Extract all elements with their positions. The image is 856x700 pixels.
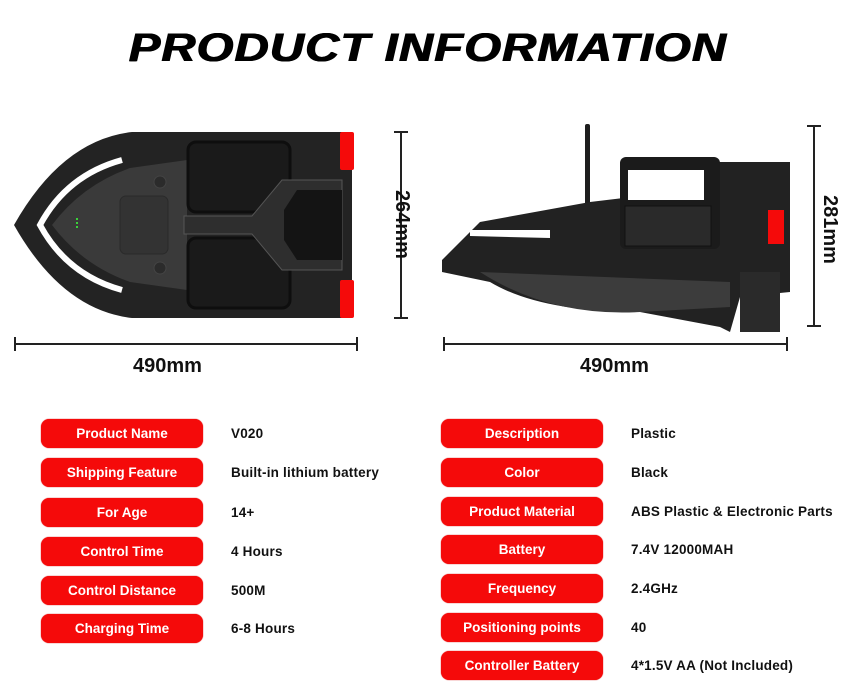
width-dimension-line — [443, 337, 788, 351]
spec-label: Color — [441, 458, 603, 487]
spec-label: Frequency — [441, 574, 603, 603]
spec-label: Control Distance — [41, 576, 203, 605]
spec-label: Positioning points — [441, 613, 603, 642]
boat-side-view-image — [440, 122, 790, 342]
spec-value: 4*1.5V AA (Not Included) — [631, 658, 794, 673]
width-dimension-line — [14, 337, 358, 351]
spec-row: Frequency 2.4GHz — [441, 574, 678, 603]
spec-row: Control Time 4 Hours — [41, 537, 283, 566]
spec-label: Product Name — [41, 419, 203, 448]
page-title: PRODUCT INFORMATION — [128, 26, 728, 70]
spec-label: Charging Time — [41, 614, 203, 643]
spec-row: For Age 14+ — [41, 498, 255, 527]
spec-value: 4 Hours — [231, 544, 283, 559]
side-view-height-label: 281mm — [819, 195, 841, 264]
boat-top-view-image — [12, 130, 360, 320]
spec-value: V020 — [231, 426, 264, 441]
spec-row: Product Material ABS Plastic & Electroni… — [441, 497, 833, 526]
spec-row: Positioning points 40 — [441, 613, 646, 642]
spec-value: 14+ — [231, 505, 255, 520]
spec-label: Controller Battery — [441, 651, 603, 680]
spec-label: Control Time — [41, 537, 203, 566]
side-view-width-label: 490mm — [580, 355, 649, 377]
spec-row: Charging Time 6-8 Hours — [41, 614, 295, 643]
spec-value: Built-in lithium battery — [231, 465, 380, 480]
spec-value: 500M — [231, 583, 266, 598]
spec-label: For Age — [41, 498, 203, 527]
spec-row: Battery 7.4V 12000MAH — [441, 535, 733, 564]
spec-row: Description Plastic — [441, 419, 676, 448]
spec-value: 40 — [631, 620, 647, 635]
spec-value: ABS Plastic & Electronic Parts — [631, 504, 833, 519]
spec-value: Black — [631, 465, 669, 480]
spec-label: Shipping Feature — [41, 458, 203, 487]
spec-row: Controller Battery 4*1.5V AA (Not Includ… — [441, 651, 793, 680]
spec-value: 2.4GHz — [631, 581, 678, 596]
spec-value: Plastic — [631, 426, 676, 441]
spec-label: Product Material — [441, 497, 603, 526]
spec-value: 7.4V 12000MAH — [631, 542, 734, 557]
spec-row: Product Name V020 — [41, 419, 263, 448]
spec-label: Description — [441, 419, 603, 448]
height-dimension-line — [807, 125, 821, 327]
spec-row: Shipping Feature Built-in lithium batter… — [41, 458, 379, 487]
spec-row: Control Distance 500M — [41, 576, 266, 605]
spec-value: 6-8 Hours — [231, 621, 296, 636]
top-view-width-label: 490mm — [133, 355, 202, 377]
spec-label: Battery — [441, 535, 603, 564]
spec-row: Color Black — [441, 458, 668, 487]
top-view-height-label: 264mm — [391, 190, 413, 259]
height-dimension-line — [394, 131, 408, 319]
